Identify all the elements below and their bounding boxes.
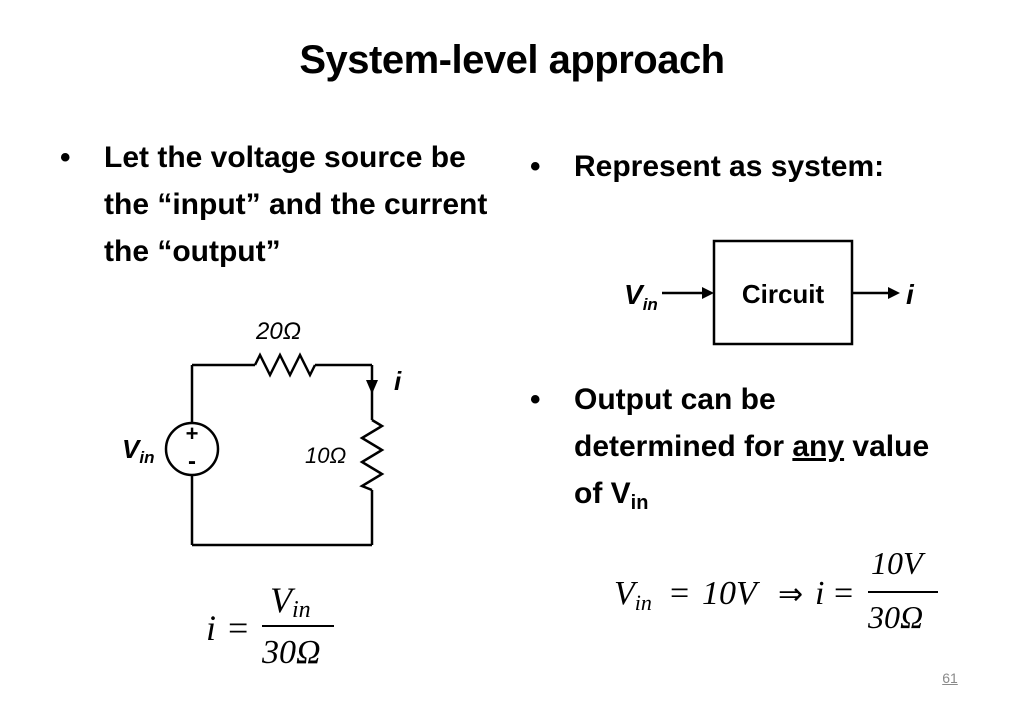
eq-left-numerator-symbol: V [270, 580, 296, 620]
slide-title: System-level approach [299, 38, 725, 82]
bullet-text: Let the voltage source be the “input” an… [104, 141, 488, 268]
block-label: Circuit [742, 279, 825, 309]
eq-right-lhs-subscript: in [635, 590, 652, 615]
resistor-10-ohm [359, 418, 385, 492]
input-arrow-icon [702, 287, 714, 299]
svg-text:Vin: Vin [270, 580, 311, 623]
eq-right-equals: = [670, 575, 689, 612]
bullet-represent-system: • Represent as system: [530, 143, 974, 190]
vin-subscript: in [630, 492, 649, 514]
bullet-text: Represent as system: [574, 150, 885, 183]
eq-right-numerator: 10V [871, 545, 926, 581]
bullet-dot: • [530, 150, 541, 183]
eq-right-implies: ⇒ [778, 577, 803, 612]
page-number: 61 [942, 670, 958, 686]
svg-text:Vin: Vin [624, 279, 658, 314]
resistor-right-label: 10Ω [305, 443, 346, 468]
resistor-top-label: 20Ω [255, 318, 301, 345]
block-vin-subscript: in [643, 295, 658, 314]
bullet-dot: • [60, 141, 71, 174]
eq-right-denominator: 30Ω [867, 599, 923, 635]
source-plus: + [186, 421, 199, 446]
eq-left-lhs: i [206, 608, 216, 648]
emphasis-any: any [792, 430, 845, 463]
resistor-20-ohm [253, 352, 317, 378]
source-minus: - [188, 448, 196, 475]
bullet-dot: • [530, 383, 541, 416]
circuit-vin-subscript: in [139, 448, 154, 467]
eq-right-result: i [815, 575, 824, 612]
current-arrow-icon [366, 380, 378, 394]
svg-text:Vin: Vin [614, 575, 652, 615]
eq-right-equals-2: = [834, 575, 853, 612]
bullet-output-determined: • Output can be determined for any value… [530, 376, 934, 517]
bullet-text-before: Output can be determined for [574, 383, 793, 463]
current-label: i [394, 366, 402, 396]
circuit-vin-symbol: V [122, 434, 142, 464]
output-arrow-icon [888, 287, 900, 299]
bullet-text-after: value of V [574, 430, 930, 510]
eq-left-equals: = [228, 608, 248, 648]
eq-left-numerator-subscript: in [292, 597, 311, 623]
eq-right-value: 10V [702, 575, 761, 612]
block-output-label: i [906, 279, 915, 310]
svg-text:Vin: Vin [122, 434, 154, 467]
bullet-input-output: • Let the voltage source be the “input” … [60, 134, 494, 275]
eq-left-denominator: 30Ω [261, 634, 321, 671]
block-vin-symbol: V [624, 279, 645, 310]
voltage-source [164, 421, 220, 477]
